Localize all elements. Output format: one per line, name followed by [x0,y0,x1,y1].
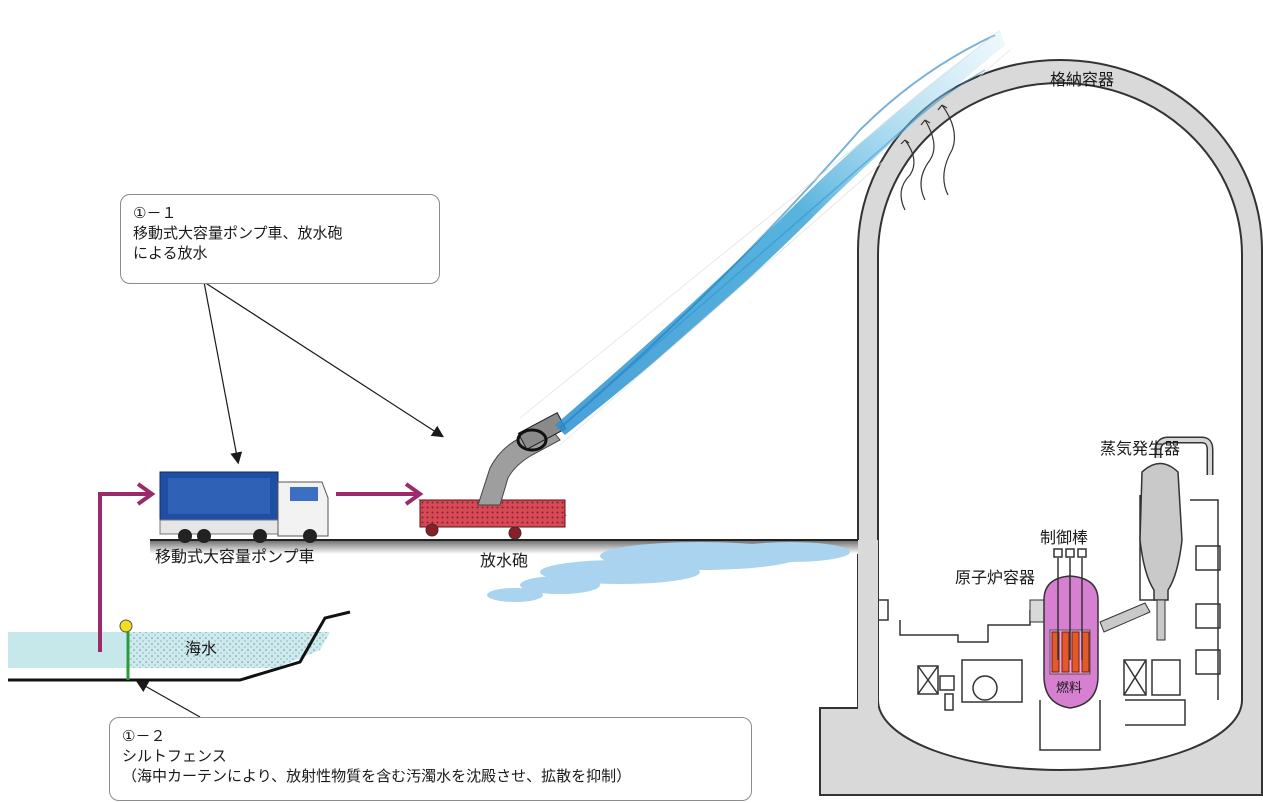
water-spray [519,29,1011,446]
flow-arrows [98,482,424,652]
callout-2-number: ①－２ [122,727,166,745]
callout-silt-fence: ①－２ シルトフェンス （海中カーテンにより、放射性物質を含む汚濁水を沈殿させ、… [109,717,752,801]
callout-water-spray: ①－１ 移動式大容量ポンプ車、放水砲 による放水 [120,194,440,284]
callout-pointers [135,281,445,718]
label-water-cannon: 放水砲 [480,551,528,570]
label-containment: 格納容器 [1050,70,1114,89]
callout-2-line2: （海中カーテンにより、放射性物質を含む汚濁水を沈殿させ、拡散を抑制） [122,767,632,785]
label-pump-truck: 移動式大容量ポンプ車 [155,547,315,566]
callout-1-line1: 移動式大容量ポンプ車、放水砲 [133,224,343,242]
callout-2-line1: シルトフェンス [122,747,227,765]
callout-1-number: ①－１ [133,204,177,222]
steam-wisps [900,104,955,211]
callout-1-line2: による放水 [133,244,208,262]
silt-fence [119,619,133,680]
pump-truck [159,471,329,543]
label-reactor-vessel: 原子炉容器 [955,568,1035,587]
seawater [8,610,351,682]
control-rods [1053,548,1087,660]
containment-vessel [819,59,1263,796]
steam-generator [1099,436,1214,641]
label-control-rods: 制御棒 [1040,528,1088,547]
reactor-building-interior [878,495,1221,751]
water-cannon [418,412,567,540]
label-steam-generator: 蒸気発生器 [1100,439,1180,458]
label-fuel: 燃料 [1056,680,1082,696]
label-seawater: 海水 [185,639,217,658]
water-puddle [487,542,850,602]
